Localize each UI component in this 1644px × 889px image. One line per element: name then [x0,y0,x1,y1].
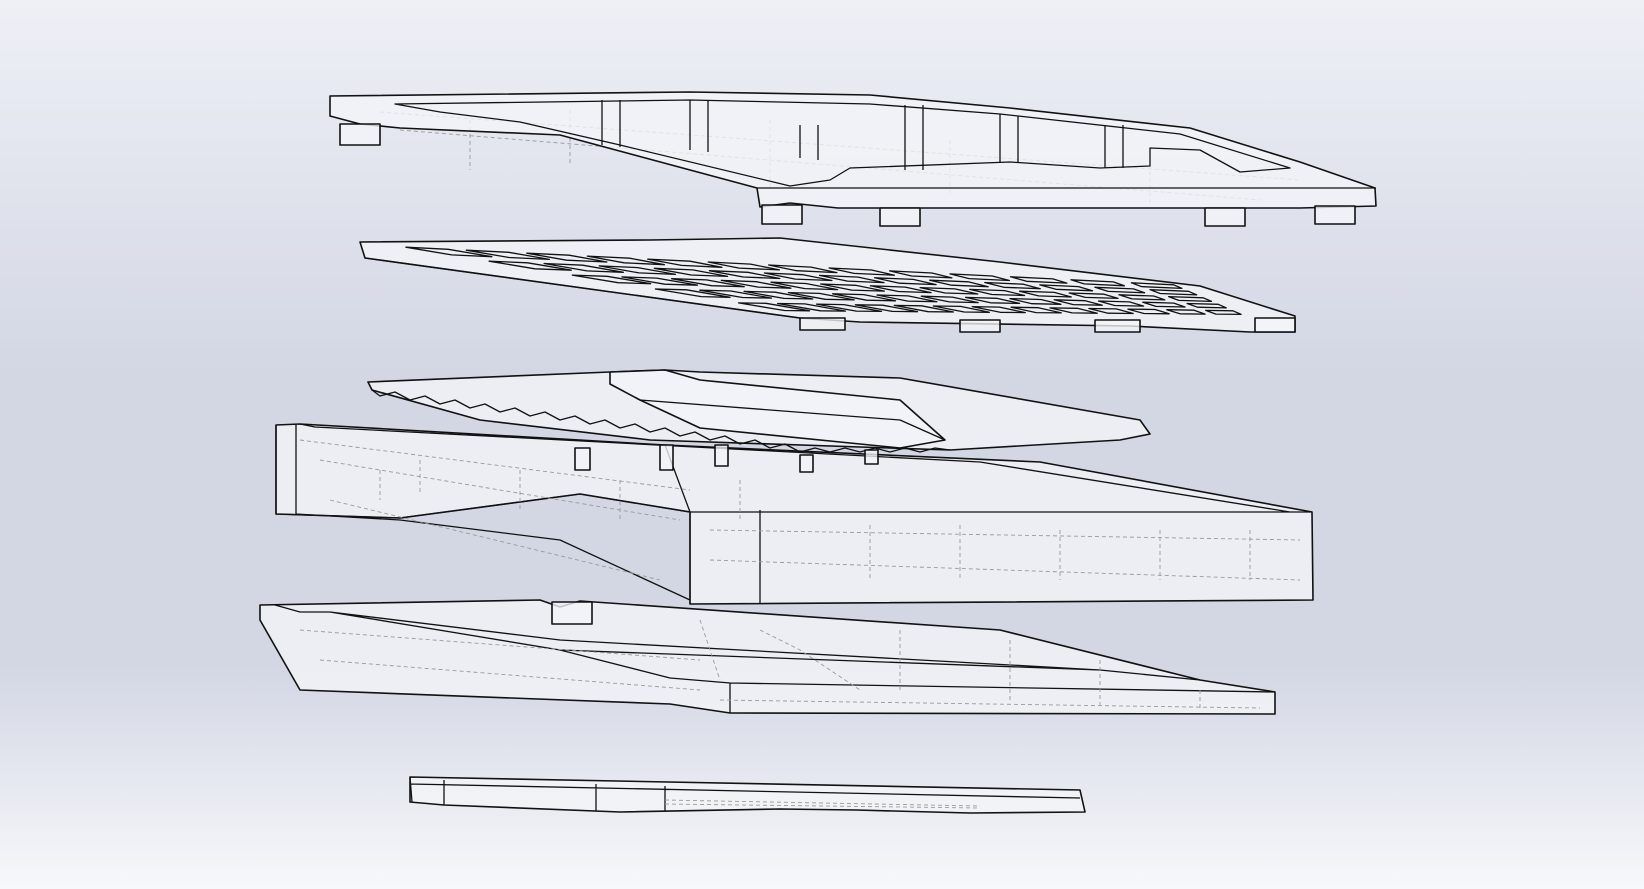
switch-cutout [969,288,1026,297]
switch-cutout [964,296,1021,305]
switch-cutout [621,276,699,286]
switch-cutout [876,294,938,303]
switch-cutout [929,279,989,288]
switch-cutout [888,270,953,279]
bottom-case-notch [551,601,593,625]
switch-cutout [1039,284,1094,292]
switch-cutout [820,283,886,292]
switch-cutout [1049,307,1098,314]
part-top-plate-frame[interactable] [329,91,1377,227]
upper-case-slope-edges [275,424,761,604]
switch-cutout [1149,289,1198,296]
switch-cutout [869,285,932,294]
switch-cutout [971,305,1026,314]
switch-cutout [832,293,897,302]
switch-cutout [653,267,729,278]
switch-cutout [1053,299,1103,306]
switch-cutout [598,265,677,276]
switch-cutout [526,252,608,263]
switch-cutout [1142,301,1186,308]
switch-cutout [919,286,979,295]
top-plate-rib-edges [601,100,1376,189]
pcb-standoffs [574,444,879,473]
switch-cutout [1097,300,1145,307]
switch-cutout [1205,309,1242,316]
pcb-mcu-module [609,369,946,449]
switch-cutout [1009,276,1068,284]
switch-cutout-grid [405,246,1242,316]
part-bottom-case[interactable] [259,599,1276,715]
switch-cutout [1166,309,1206,315]
switch-cutout [571,274,652,285]
switch-cutout [699,289,773,299]
base-plate-body [409,776,1086,814]
upper-case-hidden-edges [299,439,1301,581]
top-plate-outer-rim [329,91,1377,209]
switch-cutout [670,278,745,288]
switch-cutout [1127,308,1170,315]
switch-cutout [586,255,666,266]
switch-cutout [1009,297,1062,305]
part-upper-case[interactable] [275,423,1314,605]
switch-cutout [720,279,792,289]
bottom-case-hidden-edges [299,619,1261,710]
switch-cutout [1094,286,1146,294]
switch-cutout [815,303,883,313]
switch-cutout [707,261,781,271]
part-switch-plate[interactable] [359,237,1296,333]
switch-cutout [818,274,885,284]
switch-cutout [932,305,991,313]
base-plate-hidden-edges [664,799,981,809]
switch-cutout [873,277,937,286]
pcb-notched-edge [371,389,951,453]
switch-cutout [1070,279,1126,287]
switch-cutout [763,272,833,282]
base-plate-top-edge [409,776,1081,811]
switch-cutout [1167,295,1213,303]
switch-cutout [1068,292,1119,300]
switch-cutout [737,302,811,312]
switch-plate-bottom-edge [364,257,801,319]
switch-cutout [405,246,493,258]
switch-cutout [920,295,979,304]
switch-cutout [770,281,839,291]
switch-cutout [465,249,551,261]
switch-cutout [828,267,896,276]
switch-cutout [984,281,1041,290]
top-plate-standoffs [339,123,1356,227]
switch-cutout [1010,306,1062,314]
switch-cutout [1130,282,1183,290]
switch-cutout [776,302,847,312]
switch-cutout [1018,290,1072,298]
part-pcb[interactable] [367,369,1151,473]
switch-cutout [1186,302,1227,309]
switch-cutout [949,273,1011,282]
switch-cutout [787,291,855,301]
switch-cutout [1118,294,1166,301]
switch-cutout [654,288,731,298]
switch-cutout [543,262,625,273]
switch-cutout [647,258,723,268]
switch-plate-tabs [799,317,1296,333]
switch-cutout [767,264,838,274]
switch-cutout [743,290,814,300]
bottom-case-inner-walls [274,604,1276,713]
switch-cutout [1088,307,1134,315]
part-base-plate[interactable] [409,776,1086,814]
switch-cutout [893,304,955,313]
switch-cutout [708,270,781,280]
switch-cutout [488,260,572,271]
switch-cutout [854,304,919,313]
